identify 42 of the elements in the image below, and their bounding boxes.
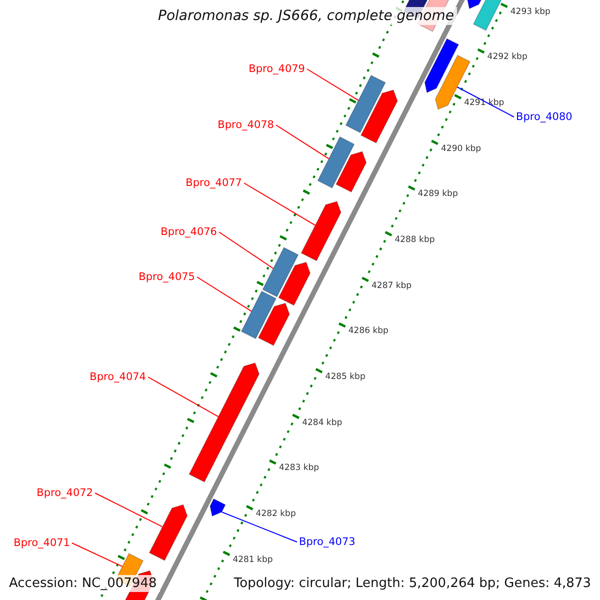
gene-bar (148, 504, 188, 561)
scale-label: 4289 kbp (418, 189, 458, 200)
gene-bar (317, 136, 355, 188)
scale-label: 4288 kbp (394, 234, 435, 245)
gene-label: Bpro_4074 (90, 371, 146, 383)
gene-bar (210, 498, 226, 517)
gene-bar (240, 290, 277, 340)
scale-label: 4292 kbp (487, 52, 528, 62)
gene-label: Bpro_4073 (299, 536, 356, 548)
gene-bar (262, 246, 299, 298)
leader-line (94, 492, 163, 528)
leader-line (72, 542, 123, 567)
gene-label: Bpro_4077 (186, 177, 242, 189)
genome-title: Polaromonas sp. JS666, complete genome (155, 7, 457, 25)
gene-label: Bpro_4072 (36, 487, 93, 499)
scale-label: 4285 kbp (325, 372, 366, 382)
accession-text: Accession: NC_007948 (6, 575, 160, 592)
scale-label: 4290 kbp (441, 144, 482, 154)
gene-label: Bpro_4078 (218, 119, 274, 131)
leader-line (276, 124, 330, 160)
scale-label: 4287 kbp (372, 280, 412, 290)
gene-label: Bpro_4080 (516, 111, 572, 123)
scale-label: 4286 kbp (348, 326, 388, 336)
leader-line (148, 376, 219, 418)
gene-bar (345, 74, 386, 134)
leader-line (221, 512, 298, 542)
leader-line (306, 68, 359, 101)
scale-label: 4282 kbp (256, 508, 296, 519)
leader-line (244, 182, 316, 226)
gene-bar (300, 201, 342, 262)
scale-label: 4291 kbp (464, 98, 504, 108)
scale-label: 4284 kbp (302, 418, 342, 428)
scale-label: 4293 kbp (510, 6, 550, 16)
leader-line (456, 86, 514, 118)
leader-line (218, 232, 274, 269)
gene-label: Bpro_4079 (248, 63, 305, 75)
gene-label: Bpro_4071 (14, 537, 70, 549)
gene-bar (188, 362, 260, 482)
gene-label: Bpro_4076 (160, 226, 217, 238)
scale-label: 4281 kbp (232, 554, 273, 565)
scale-label: 4283 kbp (279, 463, 320, 474)
gene-label: Bpro_4075 (138, 271, 195, 283)
